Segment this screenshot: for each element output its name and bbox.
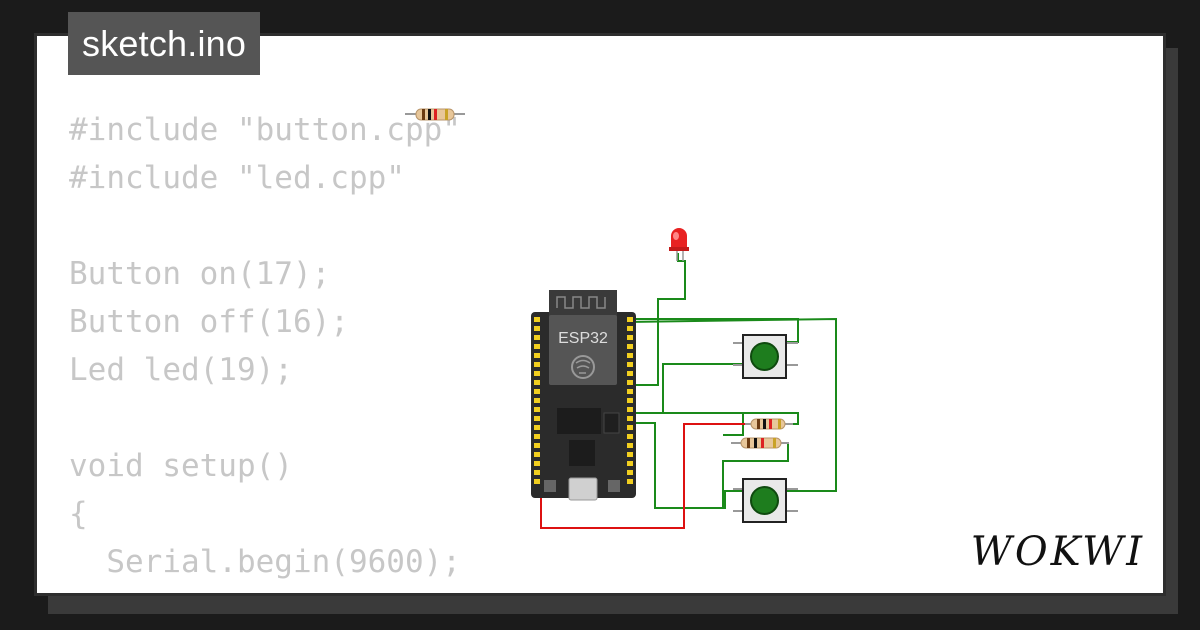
- wokwi-logo: WOKWI: [970, 529, 1145, 575]
- code-line: #include "button.cpp": [69, 112, 461, 148]
- header-pin: [534, 353, 540, 358]
- resistor-1: [745, 418, 793, 430]
- header-pin: [534, 326, 540, 331]
- header-pin: [627, 371, 633, 376]
- header-pin: [627, 407, 633, 412]
- push-button-bottom: [733, 478, 798, 523]
- header-pin: [534, 407, 540, 412]
- header-pin: [627, 326, 633, 331]
- code-line: void setup(): [69, 448, 293, 484]
- code-line: #include "led.cpp": [69, 160, 405, 196]
- header-pin: [627, 389, 633, 394]
- header-pin: [534, 434, 540, 439]
- header-pin: [534, 452, 540, 457]
- header-pin: [627, 344, 633, 349]
- header-pin: [534, 443, 540, 448]
- code-line: ...: [69, 586, 461, 593]
- code-line: Button on(17);: [69, 256, 331, 292]
- header-pin: [627, 470, 633, 475]
- header-pin: [627, 425, 633, 430]
- header-pin: [627, 317, 633, 322]
- code-line: Led led(19);: [69, 352, 293, 388]
- header-pin: [627, 443, 633, 448]
- resistor-2: [731, 437, 789, 449]
- preview-card: #include "button.cpp" #include "led.cpp" B…: [34, 33, 1166, 596]
- wire-red: [540, 423, 748, 529]
- header-pin: [534, 380, 540, 385]
- esp32-board: ESP32: [531, 290, 636, 501]
- push-button-top: [733, 334, 798, 379]
- header-pin: [534, 371, 540, 376]
- header-pin: [627, 416, 633, 421]
- header-pin: [534, 362, 540, 367]
- header-pin: [534, 389, 540, 394]
- header-pin: [627, 398, 633, 403]
- header-pin: [534, 479, 540, 484]
- header-pin: [627, 335, 633, 340]
- header-pin: [627, 452, 633, 457]
- code-preview: #include "button.cpp" #include "led.cpp" B…: [69, 106, 461, 593]
- header-pin: [534, 398, 540, 403]
- header-pin: [627, 434, 633, 439]
- board-label: ESP32: [558, 330, 608, 347]
- file-title-tab: sketch.ino: [68, 12, 261, 75]
- header-pin: [534, 470, 540, 475]
- header-pin: [627, 353, 633, 358]
- code-line: Serial.begin(9600);: [69, 544, 461, 580]
- header-pin: [627, 461, 633, 466]
- header-pin: [534, 425, 540, 430]
- header-pin: [534, 416, 540, 421]
- circuit-diagram: ESP32: [405, 108, 837, 529]
- code-line: Button off(16);: [69, 304, 349, 340]
- header-pin: [627, 380, 633, 385]
- resistor-top: [405, 108, 465, 121]
- header-pin: [534, 461, 540, 466]
- wires-green: [622, 253, 837, 509]
- header-pin: [534, 317, 540, 322]
- header-pin: [627, 479, 633, 484]
- header-pin: [534, 344, 540, 349]
- header-pin: [627, 362, 633, 367]
- led: [669, 228, 689, 261]
- code-line: {: [69, 496, 88, 532]
- header-pin: [534, 335, 540, 340]
